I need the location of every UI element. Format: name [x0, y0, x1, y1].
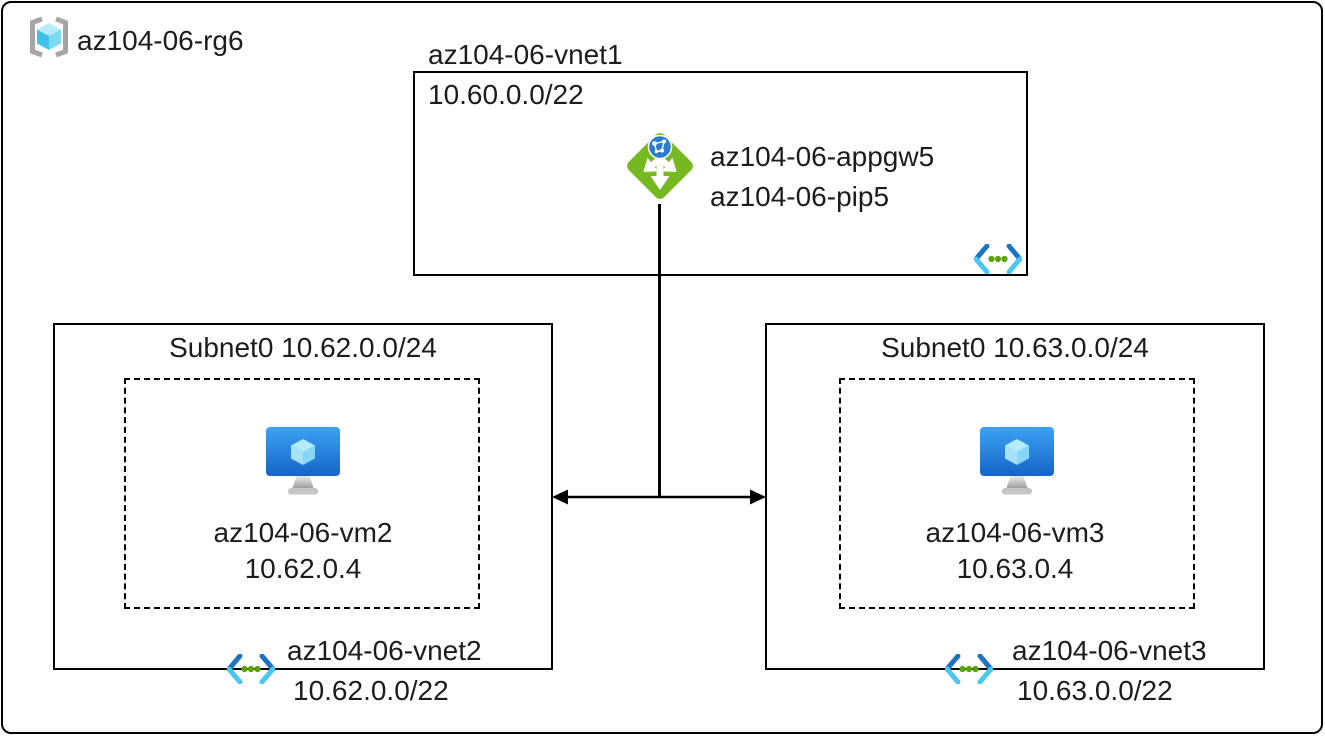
vnet2-cidr-label: 10.62.0.0/22 — [293, 675, 449, 706]
vnet2-box: Subnet0 10.62.0.0/24 — [53, 323, 553, 706]
subnet0-right-label: Subnet0 10.63.0.0/24 — [881, 332, 1149, 363]
appgw-connector-line — [658, 204, 661, 497]
vnet3-box: Subnet0 10.63.0.0/24 — [765, 323, 1265, 706]
virtual-machine-icon — [975, 418, 1059, 502]
resource-group-icon — [26, 14, 72, 60]
subnet0-right-dashed-box — [839, 378, 1195, 609]
pip-label: az104-06-pip5 — [710, 181, 890, 212]
resource-group-label: az104-06-rg6 — [77, 25, 244, 56]
vnet1-box — [413, 71, 1028, 276]
virtual-network-icon — [227, 654, 275, 684]
vnet1-cidr: 10.60.0.0/22 — [428, 79, 584, 110]
virtual-network-icon — [974, 244, 1022, 274]
application-gateway-icon — [618, 124, 702, 208]
vm2-ip-label: 10.62.0.4 — [244, 553, 362, 584]
appgw-label: az104-06-appgw5 — [710, 141, 935, 172]
virtual-network-icon — [945, 654, 993, 684]
subnet0-left-dashed-box — [124, 378, 480, 609]
vnet2-name-label: az104-06-vnet2 — [287, 635, 482, 666]
vnet3-cidr-label: 10.63.0.0/22 — [1017, 675, 1173, 706]
vm3-name-label: az104-06-vm3 — [925, 517, 1105, 548]
vnet3-name-label: az104-06-vnet3 — [1012, 635, 1207, 666]
vm2-name-label: az104-06-vm2 — [213, 517, 393, 548]
vm3-ip-label: 10.63.0.4 — [956, 553, 1074, 584]
subnet0-left-label: Subnet0 10.62.0.0/24 — [169, 332, 437, 363]
vnet1-title: az104-06-vnet1 — [428, 39, 623, 70]
virtual-machine-icon — [261, 418, 345, 502]
double-arrow-connector — [549, 486, 769, 508]
